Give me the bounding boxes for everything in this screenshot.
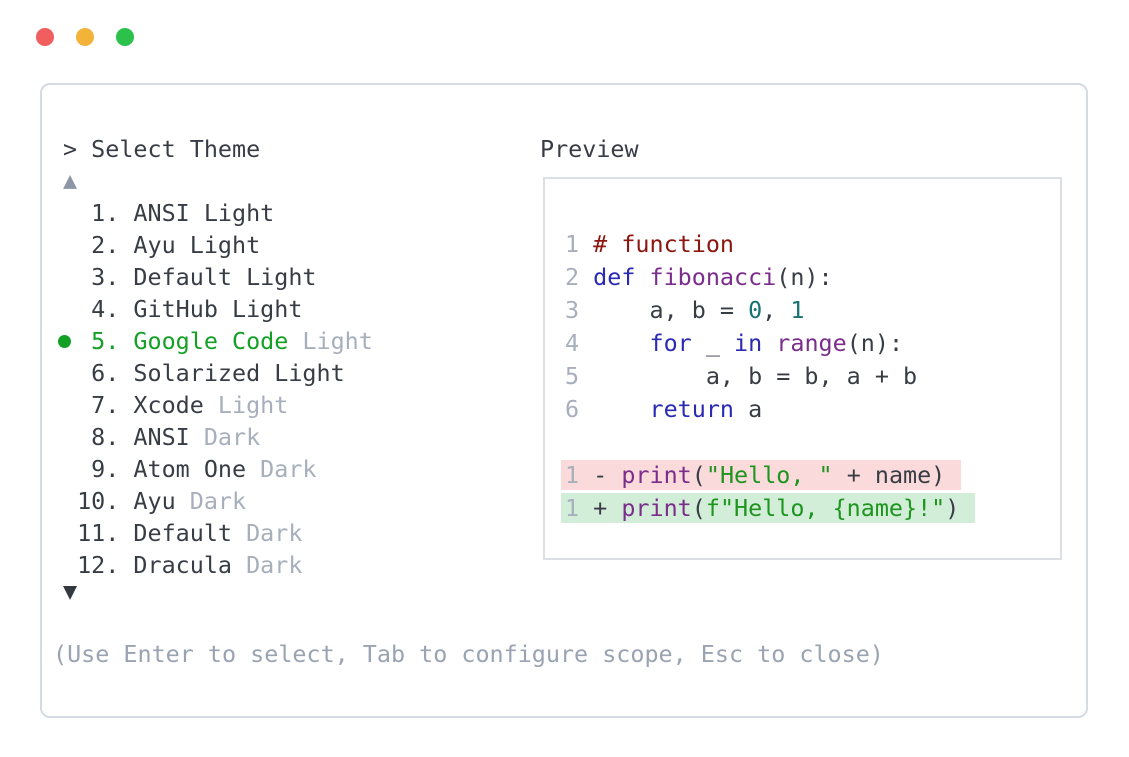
theme-item-label: Ayu Light <box>133 231 261 259</box>
theme-item-label: GitHub Light <box>133 295 303 323</box>
scroll-up-icon[interactable]: ▲ <box>63 166 78 194</box>
line-number <box>565 428 593 456</box>
line-number: 4 <box>565 329 594 357</box>
maximize-button[interactable] <box>116 28 134 46</box>
theme-item-number: 12. <box>63 551 134 579</box>
theme-item-4[interactable]: 4. GitHub Light <box>63 293 302 325</box>
theme-item-number: 4. <box>63 295 134 323</box>
theme-item-number: 7. <box>63 391 134 419</box>
theme-item-variant-label: Dark <box>189 423 261 451</box>
line-number: 1 <box>565 461 594 489</box>
theme-item-3[interactable]: 3. Default Light <box>63 261 317 293</box>
code-line: 5 a, b = b, a + b <box>565 362 918 390</box>
line-number: 1 <box>565 494 594 522</box>
theme-item-label: Google Code <box>133 327 289 355</box>
theme-item-10[interactable]: 10. Ayu Dark <box>63 485 246 517</box>
theme-item-number: 10. <box>63 487 134 515</box>
code-preview: 1 # function 2 def fibonacci(n): 3 a, b = … <box>561 228 976 525</box>
preview-box: 1 # function 2 def fibonacci(n): 3 a, b = … <box>543 177 1062 560</box>
code-line: 4 for _ in range(n): <box>565 329 904 357</box>
theme-item-label: Dracula <box>133 551 232 579</box>
theme-item-6[interactable]: 6. Solarized Light <box>63 357 345 389</box>
line-number: 3 <box>565 296 594 324</box>
theme-item-5[interactable]: 5. Google Code Light <box>58 325 373 357</box>
theme-picker-panel: > Select Theme Preview ▲ 1. ANSI Light 2… <box>40 83 1088 718</box>
theme-item-label: Default <box>133 519 232 547</box>
theme-item-11[interactable]: 11. Default Dark <box>63 517 302 549</box>
line-number: 1 <box>565 230 594 258</box>
window-controls <box>36 28 134 46</box>
theme-item-2[interactable]: 2. Ayu Light <box>63 229 260 261</box>
code-line-blank <box>565 426 975 459</box>
diff-line-added: 1 + print(f"Hello, {name}!") <box>561 492 976 525</box>
close-button[interactable] <box>36 28 54 46</box>
code-line: 6 return a <box>565 395 763 423</box>
theme-item-variant-label: Light <box>203 391 289 419</box>
theme-item-number: 11. <box>63 519 134 547</box>
theme-item-number: 9. <box>63 455 134 483</box>
theme-item-label: ANSI Light <box>133 199 275 227</box>
theme-item-label: Xcode <box>133 391 204 419</box>
theme-item-label: Atom One <box>133 455 247 483</box>
code-line: 2 def fibonacci(n): <box>565 263 833 291</box>
line-number: 2 <box>565 263 594 291</box>
theme-item-variant-label: Dark <box>232 551 303 579</box>
theme-item-7[interactable]: 7. Xcode Light <box>63 389 288 421</box>
theme-item-9[interactable]: 9. Atom One Dark <box>63 453 317 485</box>
theme-item-label: Default Light <box>133 263 317 291</box>
select-theme-prompt: > Select Theme <box>63 135 261 163</box>
code-line: 3 a, b = 0, 1 <box>565 296 805 324</box>
theme-item-number: 8. <box>63 423 134 451</box>
scroll-down-icon[interactable]: ▼ <box>63 577 78 605</box>
theme-item-number: 3. <box>63 263 134 291</box>
theme-item-8[interactable]: 8. ANSI Dark <box>63 421 260 453</box>
footer-hint: (Use Enter to select, Tab to configure s… <box>53 640 884 668</box>
theme-item-variant-label: Dark <box>175 487 247 515</box>
theme-item-label: Ayu <box>133 487 176 515</box>
theme-item-1[interactable]: 1. ANSI Light <box>63 197 274 229</box>
code-line: 1 # function <box>565 230 734 258</box>
theme-item-number: 2. <box>63 231 134 259</box>
theme-item-number: 1. <box>63 199 134 227</box>
diff-line-removed: 1 - print("Hello, " + name) <box>561 459 975 492</box>
theme-item-12[interactable]: 12. Dracula Dark <box>63 549 302 581</box>
theme-item-label: ANSI <box>133 423 190 451</box>
theme-item-variant-label: Light <box>288 327 373 355</box>
minimize-button[interactable] <box>76 28 94 46</box>
line-number: 6 <box>565 395 594 423</box>
theme-item-variant-label: Dark <box>232 519 303 547</box>
preview-label: Preview <box>540 135 639 163</box>
theme-item-variant-label: Dark <box>246 455 317 483</box>
selected-indicator-icon <box>58 334 71 348</box>
theme-item-number: 6. <box>63 359 134 387</box>
line-number: 5 <box>565 362 594 390</box>
theme-item-number: 5. <box>63 327 134 355</box>
theme-item-label: Solarized Light <box>133 359 345 387</box>
